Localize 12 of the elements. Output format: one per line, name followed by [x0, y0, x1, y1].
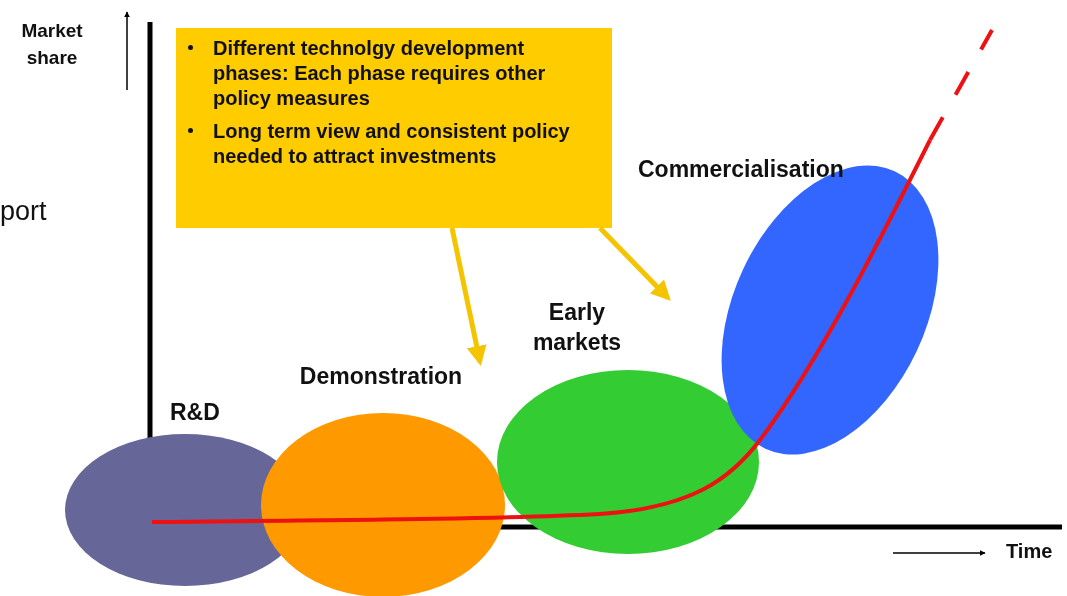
arrow: [449, 227, 487, 366]
bullet-text: Different technolgy development phases: Each phase requires other policy measures: [213, 36, 547, 111]
axis-label: Time: [1006, 540, 1053, 563]
axis-label: Market share: [20, 19, 84, 70]
phase-label: Commercialisation: [638, 155, 844, 184]
note-box: [176, 28, 612, 228]
bullet-text: Long term view and consistent policy needed to attract investments: [213, 119, 571, 169]
phase-label: Demonstration: [298, 362, 464, 391]
phase-label: Early markets: [531, 298, 623, 357]
phase-label: R&D: [170, 398, 220, 427]
arrow: [598, 226, 671, 301]
text-fragment: port: [0, 196, 47, 227]
